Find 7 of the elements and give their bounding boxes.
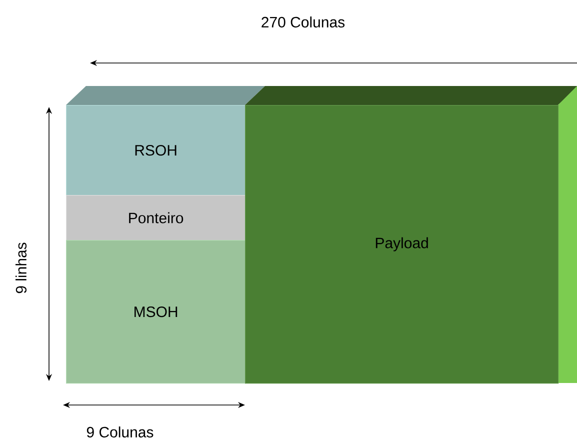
frame-box: MSOH <box>66 240 246 384</box>
dimension-label: 9 linhas <box>16 242 26 294</box>
dimension-label: 9 Colunas <box>86 426 154 438</box>
dimension-label: 270 Colunas <box>262 16 345 28</box>
frame-box: Ponteiro <box>66 194 246 241</box>
frame-box: RSOH <box>66 105 246 196</box>
frame-box: Payload <box>245 105 559 384</box>
